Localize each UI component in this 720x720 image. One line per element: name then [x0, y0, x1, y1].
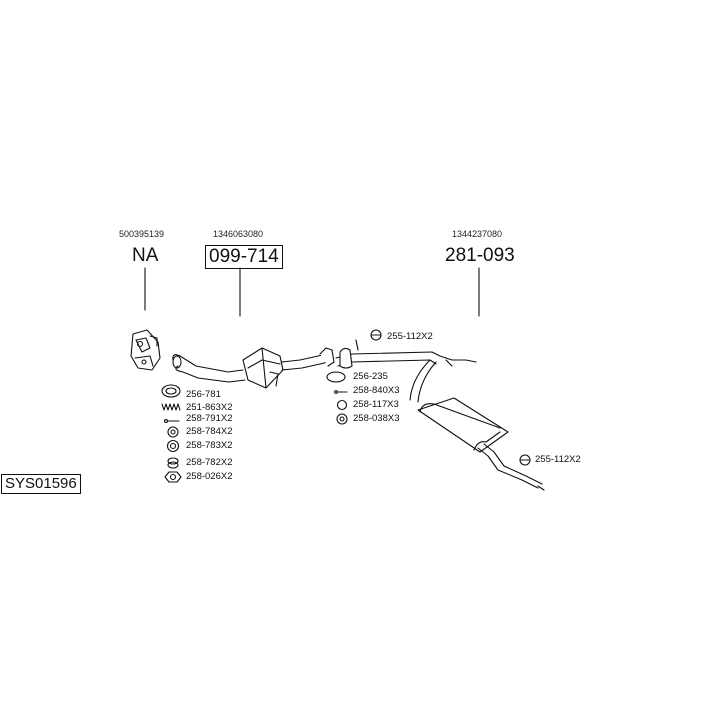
small-part-label: 258-782X2 — [186, 457, 233, 468]
part-number-catalyst: 099-714 — [205, 245, 283, 269]
small-part-label: 258-038X3 — [353, 413, 400, 424]
small-part-label: 258-117X3 — [353, 399, 399, 410]
part-number-manifold: NA — [132, 245, 159, 266]
oem-number-catalyst: 1346063080 — [213, 229, 264, 239]
nut-icon-2 — [336, 413, 348, 425]
small-part-label: 256-235 — [353, 371, 388, 382]
bolt-icon-2 — [334, 390, 348, 394]
small-part-label: 251-863X2 — [186, 402, 233, 413]
small-part-label: 258-026X2 — [186, 471, 233, 482]
small-part-label: 256-781 — [186, 389, 221, 400]
oem-number-manifold: 500395139 — [119, 229, 165, 239]
hex-nut-icon — [164, 471, 182, 483]
gasket-icon — [161, 384, 181, 398]
small-part-label: 258-783X2 — [186, 440, 233, 451]
small-part-label: 258-840X3 — [353, 385, 400, 396]
rear-silencer-drawing — [335, 339, 545, 491]
nut-icon — [166, 439, 180, 453]
oem-number-silencer: 1344237080 — [452, 229, 503, 239]
small-part-label: 258-791X2 — [186, 413, 233, 424]
ring-gasket-icon — [326, 371, 346, 383]
system-code: SYS01596 — [1, 474, 81, 494]
catalytic-converter-drawing — [172, 347, 335, 389]
small-part-label: 255-112X2 — [387, 331, 433, 342]
washer-icon — [167, 426, 179, 438]
rear-rubber-mount-icon — [519, 454, 531, 466]
small-part-label: 258-784X2 — [186, 426, 233, 437]
rubber-mount-icon — [370, 329, 382, 341]
part-number-silencer: 281-093 — [445, 245, 515, 266]
exhaust-manifold-drawing — [130, 329, 161, 371]
clamp-icon — [167, 457, 179, 469]
spring-icon — [161, 403, 181, 411]
washer-icon-2 — [336, 399, 348, 411]
small-part-label: 255-112X2 — [535, 454, 581, 465]
bolt-icon — [163, 418, 180, 424]
